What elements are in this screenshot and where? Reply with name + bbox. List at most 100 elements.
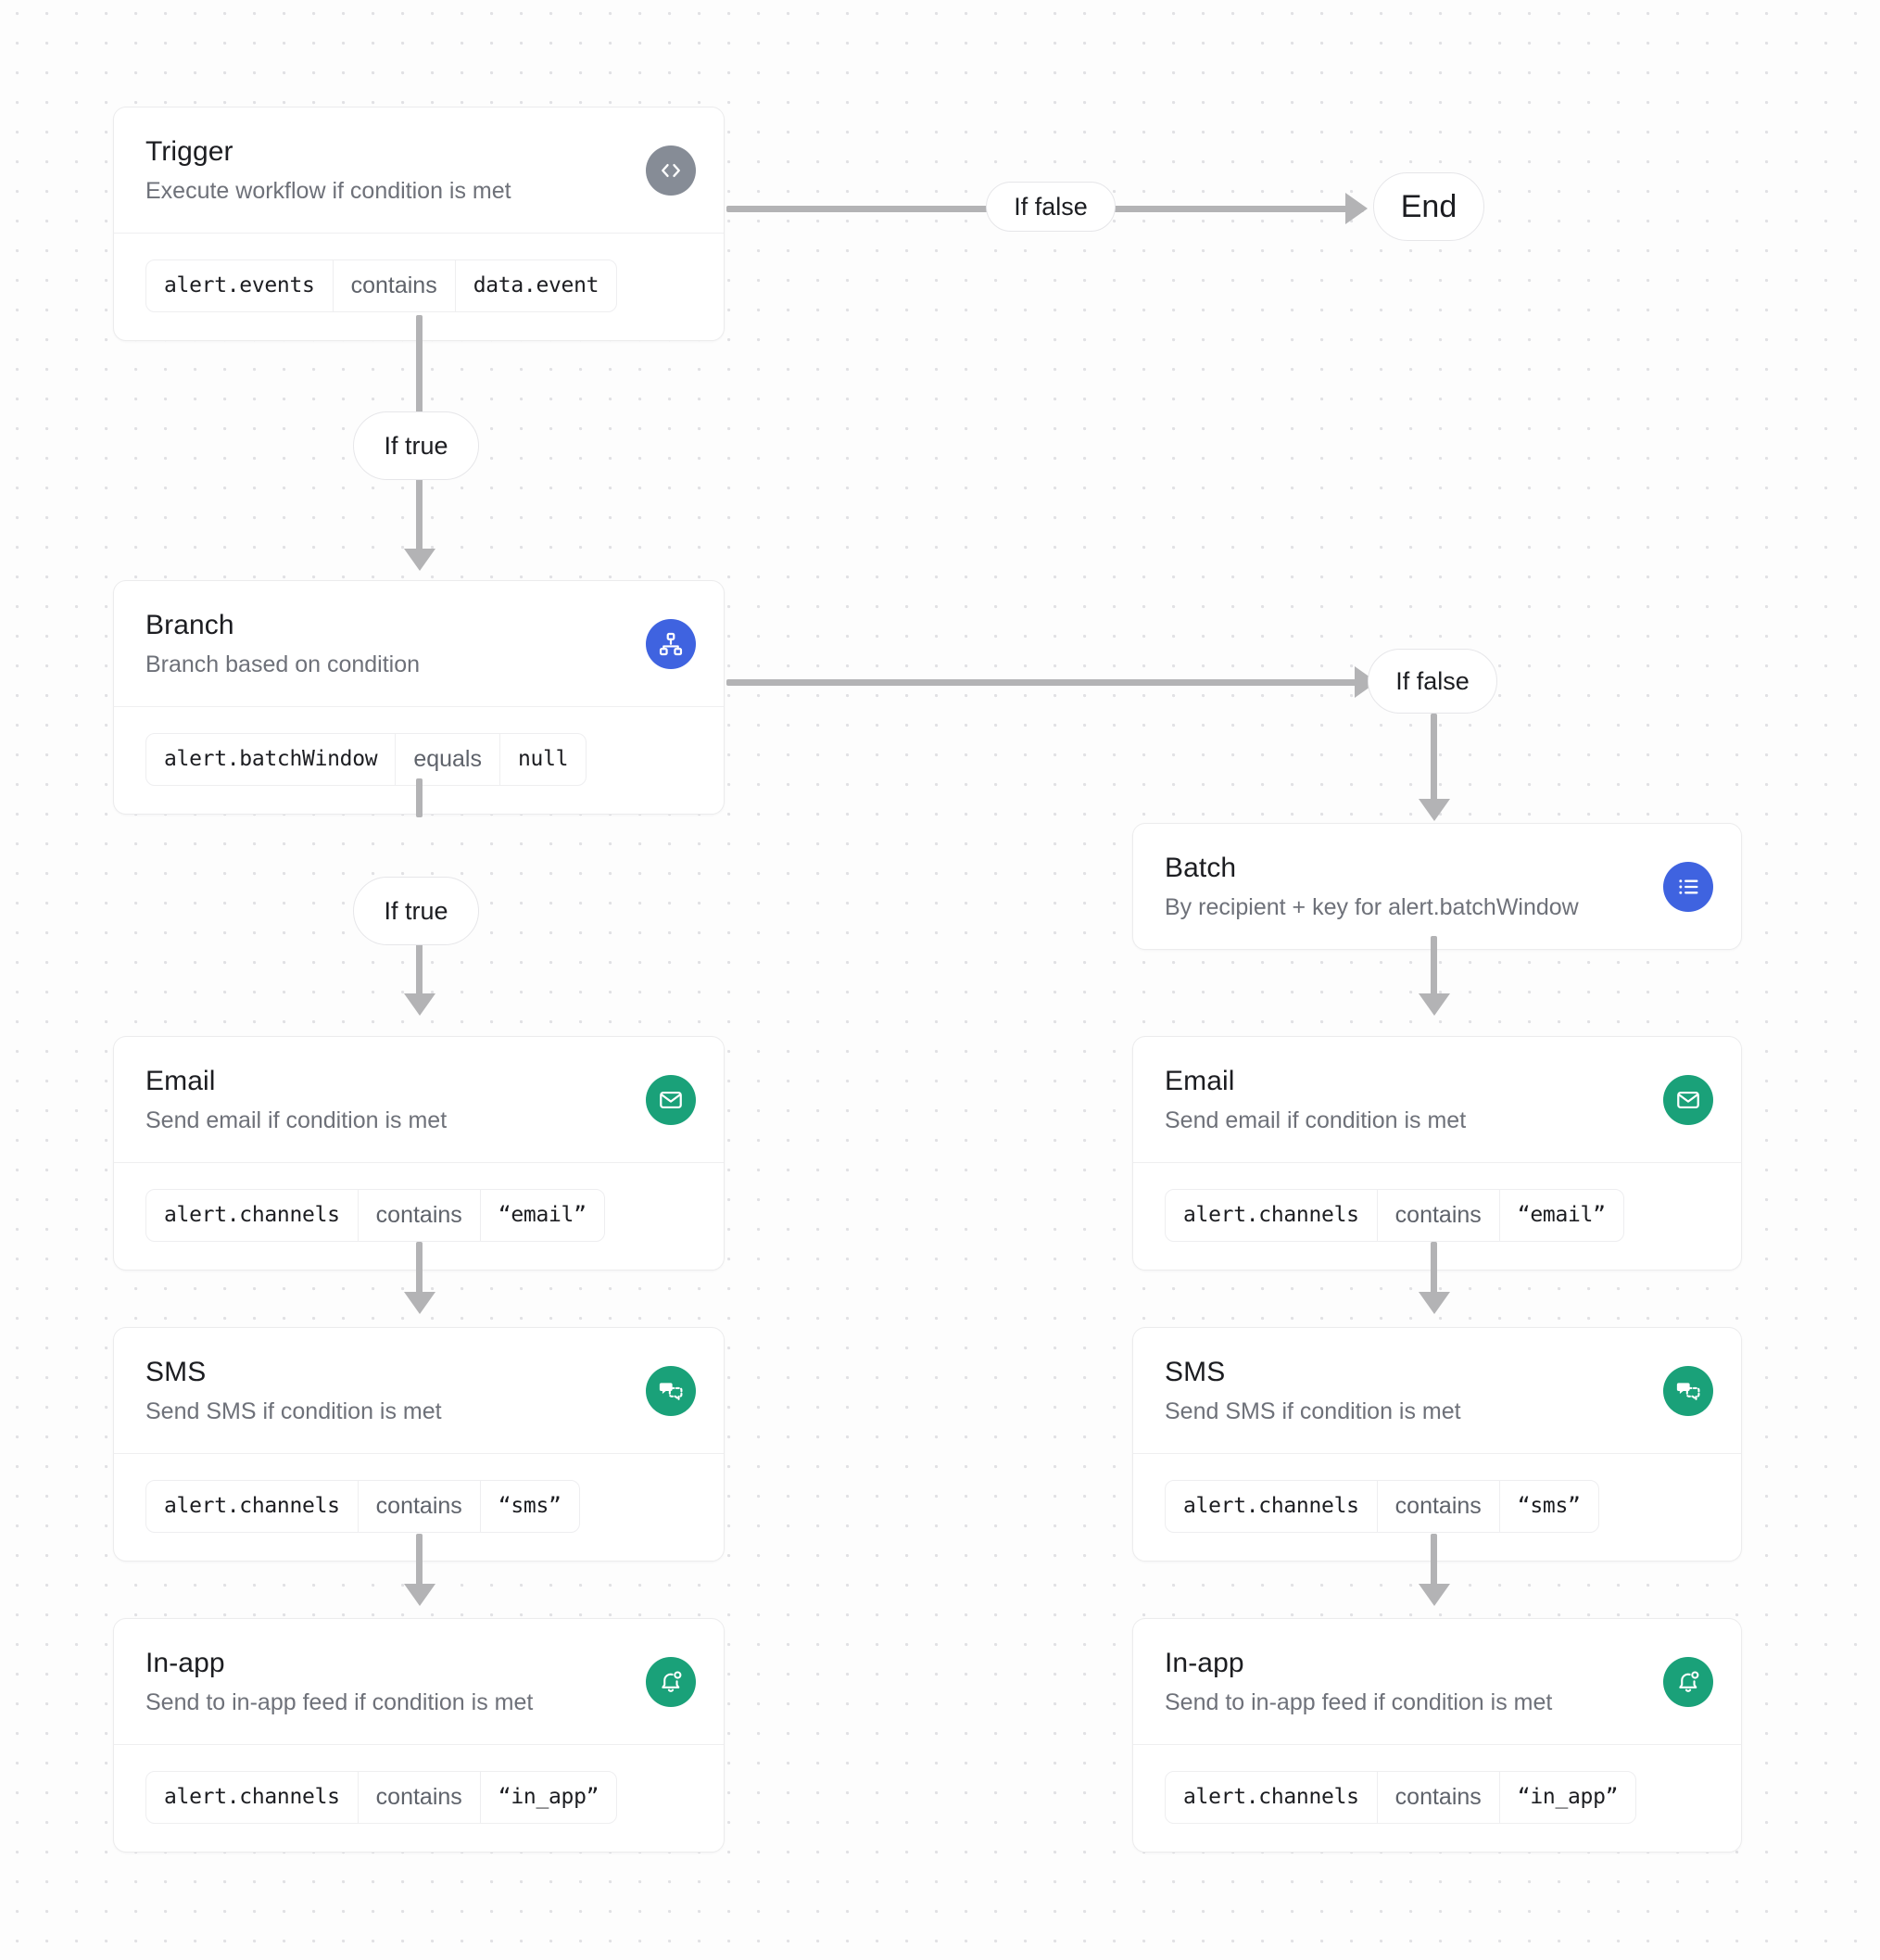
node-header: Email Send email if condition is met [114, 1037, 724, 1162]
arrowhead-sms-right [1419, 1292, 1450, 1314]
node-subtitle: Send to in-app feed if condition is met [1165, 1689, 1553, 1716]
node-subtitle: Send SMS if condition is met [1165, 1398, 1461, 1425]
condition-field: alert.channels [164, 1202, 340, 1227]
node-header: Batch By recipient + key for alert.batch… [1133, 824, 1741, 949]
condition-value: “in_app” [1498, 1772, 1635, 1823]
condition-chip[interactable]: alert.channels contains “sms” [1165, 1480, 1599, 1533]
node-trigger[interactable]: Trigger Execute workflow if condition is… [113, 107, 725, 341]
arrowhead-to-end [1345, 193, 1368, 224]
connector-batch-to-email [1431, 936, 1437, 1001]
condition-field: alert.channels [164, 1784, 340, 1809]
condition-operator: contains [332, 260, 455, 311]
condition-chip[interactable]: alert.events contains data.event [145, 259, 618, 312]
sitemap-icon [646, 618, 696, 669]
node-header: Branch Branch based on condition [114, 581, 724, 706]
condition-chip[interactable]: alert.channels contains “email” [145, 1189, 605, 1242]
pill-label: End [1400, 189, 1457, 224]
connector-trigger-down [416, 315, 423, 417]
chat-bubbles-icon [1663, 1365, 1713, 1416]
pill-label: If true [384, 431, 448, 460]
node-condition-row: alert.channels contains “in_app” [1133, 1744, 1741, 1852]
connector-sms-to-inapp-left [416, 1534, 423, 1591]
node-subtitle: Branch based on condition [145, 651, 421, 678]
condition-value: “sms” [1498, 1481, 1598, 1532]
condition-field: alert.batchWindow [164, 746, 378, 771]
condition-operator: contains [1376, 1190, 1499, 1241]
condition-field: alert.channels [1183, 1493, 1359, 1518]
pill-label: If true [384, 896, 448, 925]
condition-field: alert.channels [1183, 1202, 1359, 1227]
node-subtitle: Send to in-app feed if condition is met [145, 1689, 534, 1716]
node-header: In-app Send to in-app feed if condition … [1133, 1619, 1741, 1744]
arrowhead-inapp-right [1419, 1584, 1450, 1606]
node-batch[interactable]: Batch By recipient + key for alert.batch… [1132, 823, 1742, 951]
condition-chip[interactable]: alert.channels contains “sms” [145, 1480, 580, 1533]
connector-sms-to-inapp-right [1431, 1534, 1437, 1591]
bell-dot-icon [646, 1656, 696, 1707]
connector-iftrue-to-branch [416, 478, 423, 554]
node-condition-row: alert.batchWindow equals null [114, 706, 724, 814]
node-title: Batch [1165, 853, 1237, 883]
node-condition-row: alert.channels contains “email” [1133, 1162, 1741, 1270]
bell-dot-icon [1663, 1656, 1713, 1707]
condition-value: “email” [1498, 1190, 1623, 1241]
arrowhead-to-branch [404, 549, 435, 571]
condition-operator: contains [357, 1190, 480, 1241]
node-title: Email [1165, 1066, 1235, 1096]
node-inapp-right[interactable]: In-app Send to in-app feed if condition … [1132, 1618, 1742, 1853]
node-subtitle: Send SMS if condition is met [145, 1398, 442, 1425]
chat-bubbles-icon [646, 1365, 696, 1416]
condition-chip[interactable]: alert.channels contains “in_app” [145, 1771, 618, 1824]
condition-value: null [498, 734, 586, 785]
connector-email-to-sms-right [1431, 1242, 1437, 1299]
list-icon [1663, 861, 1713, 912]
node-inapp-left[interactable]: In-app Send to in-app feed if condition … [113, 1618, 725, 1853]
pill-branch-if-false[interactable]: If false [1368, 649, 1497, 714]
node-title: Trigger [145, 136, 233, 167]
node-title: Branch [145, 610, 234, 640]
node-title: SMS [1165, 1357, 1226, 1387]
pill-label: If false [1014, 192, 1088, 221]
condition-operator: contains [1376, 1772, 1499, 1823]
node-header: SMS Send SMS if condition is met [114, 1328, 724, 1453]
node-branch[interactable]: Branch Branch based on condition alert.b… [113, 580, 725, 815]
node-condition-row: alert.channels contains “in_app” [114, 1744, 724, 1852]
pill-end[interactable]: End [1373, 172, 1484, 241]
condition-value: data.event [454, 260, 616, 311]
node-header: Email Send email if condition is met [1133, 1037, 1741, 1162]
connector-email-to-sms-left [416, 1242, 423, 1299]
node-subtitle: Send email if condition is met [1165, 1107, 1467, 1134]
arrowhead-sms-left [404, 1292, 435, 1314]
node-header: SMS Send SMS if condition is met [1133, 1328, 1741, 1453]
connector-iffalse-to-batch [1431, 714, 1437, 806]
node-sms-right[interactable]: SMS Send SMS if condition is met alert.c… [1132, 1327, 1742, 1562]
node-email-left[interactable]: Email Send email if condition is met ale… [113, 1036, 725, 1271]
node-condition-row: alert.channels contains “email” [114, 1162, 724, 1270]
node-subtitle: By recipient + key for alert.batchWindow [1165, 894, 1579, 921]
arrowhead-to-email-left [404, 993, 435, 1016]
condition-value: “in_app” [479, 1772, 616, 1823]
connector-iffalse-to-end [1104, 206, 1364, 212]
pill-trigger-if-false[interactable]: If false [986, 182, 1116, 232]
condition-value: “sms” [479, 1481, 579, 1532]
connector-iftrue-to-email [416, 943, 423, 1001]
condition-chip[interactable]: alert.channels contains “email” [1165, 1189, 1624, 1242]
condition-field: alert.events [164, 272, 315, 297]
arrowhead-to-email-right [1419, 993, 1450, 1016]
connector-trigger-to-iffalse [726, 206, 995, 212]
node-header: Trigger Execute workflow if condition is… [114, 107, 724, 233]
node-sms-left[interactable]: SMS Send SMS if condition is met alert.c… [113, 1327, 725, 1562]
condition-chip[interactable]: alert.batchWindow equals null [145, 733, 587, 786]
connector-branch-to-iffalse [726, 679, 1375, 686]
pill-trigger-if-true[interactable]: If true [353, 411, 479, 480]
envelope-icon [646, 1074, 696, 1125]
node-title: SMS [145, 1357, 207, 1387]
node-condition-row: alert.events contains data.event [114, 233, 724, 340]
condition-operator: contains [357, 1772, 480, 1823]
node-subtitle: Send email if condition is met [145, 1107, 448, 1134]
node-email-right[interactable]: Email Send email if condition is met ale… [1132, 1036, 1742, 1271]
condition-chip[interactable]: alert.channels contains “in_app” [1165, 1771, 1637, 1824]
pill-branch-if-true[interactable]: If true [353, 877, 479, 945]
condition-value: “email” [479, 1190, 604, 1241]
